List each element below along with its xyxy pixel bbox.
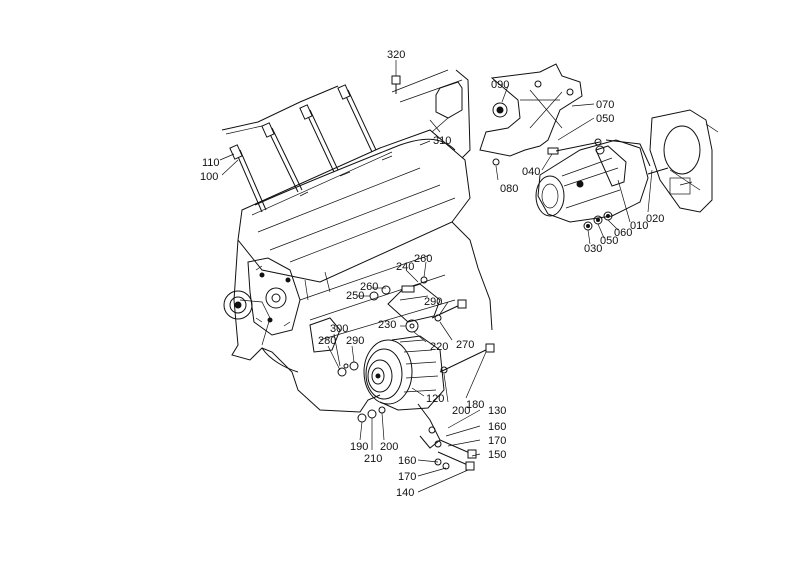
label-050-bottom: 050: [600, 235, 618, 247]
label-050-top: 050: [596, 113, 614, 125]
label-200-right: 200: [452, 405, 470, 417]
label-060: 060: [614, 227, 632, 239]
label-160-left: 160: [398, 455, 416, 467]
label-290-bottom: 290: [346, 335, 364, 347]
label-200-left: 200: [380, 441, 398, 453]
label-300: 300: [330, 323, 348, 335]
label-260-left: 260: [360, 281, 378, 293]
label-240: 240: [396, 261, 414, 273]
starter-fasteners: [583, 138, 613, 231]
label-170-right: 170: [488, 435, 506, 447]
adjust-bracket-220: [369, 276, 467, 333]
lower-fasteners: [337, 361, 477, 471]
label-180: 180: [466, 399, 484, 411]
label-090: 090: [491, 79, 509, 91]
label-150: 150: [488, 449, 506, 461]
label-290-top: 290: [424, 296, 442, 308]
starter-bracket-070: [479, 63, 583, 166]
label-160-right: 160: [488, 421, 506, 433]
label-310: 310: [433, 135, 451, 147]
label-140: 140: [396, 487, 414, 499]
label-230: 230: [378, 319, 396, 331]
label-280: 280: [318, 335, 336, 347]
label-040: 040: [522, 166, 540, 178]
flywheel-housing: [649, 109, 719, 213]
label-270: 270: [456, 339, 474, 351]
label-130: 130: [488, 405, 506, 417]
part-labels: 320 310 090 070 050 040 080 110 100 020 …: [200, 49, 664, 499]
label-320: 320: [387, 49, 405, 61]
label-020: 020: [646, 213, 664, 225]
label-250: 250: [346, 290, 364, 302]
engine-block: [223, 129, 493, 413]
bracket-310: [391, 69, 471, 159]
label-210: 210: [364, 453, 382, 465]
label-260-right: 260: [414, 253, 432, 265]
label-220: 220: [430, 341, 448, 353]
glow-plugs: [221, 84, 377, 213]
label-120: 120: [426, 393, 444, 405]
label-170-left: 170: [398, 471, 416, 483]
label-070: 070: [596, 99, 614, 111]
label-030: 030: [584, 243, 602, 255]
leader-lines: [219, 60, 653, 493]
label-110: 110: [202, 157, 220, 169]
label-100: 100: [200, 171, 218, 183]
label-010: 010: [630, 220, 648, 232]
label-190: 190: [350, 441, 368, 453]
label-080: 080: [500, 183, 518, 195]
starter-motor-010: [535, 139, 669, 223]
